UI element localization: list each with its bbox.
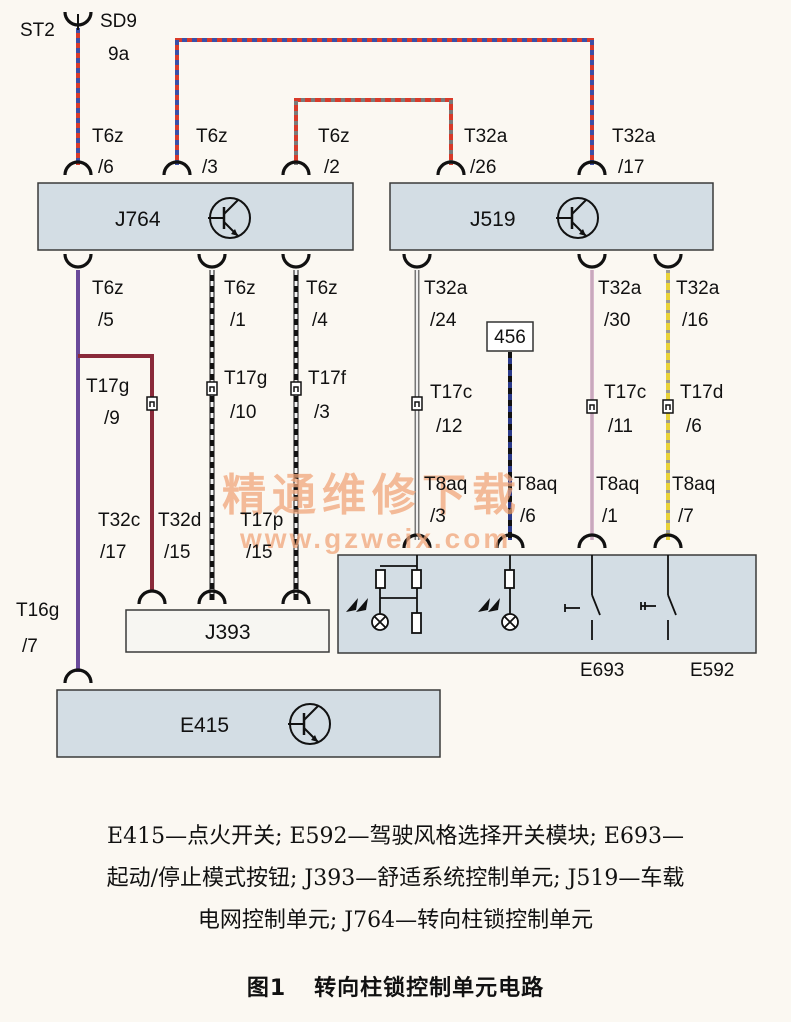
pin-label: /6 — [686, 416, 702, 437]
inline-connector-icon — [146, 381, 674, 414]
pin-label: /17 — [100, 542, 126, 563]
pin-label: /12 — [436, 416, 462, 437]
j393-box — [125, 609, 330, 653]
pin-label: T32a — [598, 278, 642, 299]
watermark-url: www.gzweix.com — [239, 523, 511, 554]
circuit-diagram: 456 精通维修下载 www.gzweix — [16, 11, 757, 758]
pin-label: T8aq — [514, 474, 557, 495]
ref-456-label: 456 — [494, 327, 526, 348]
pin-label: T17p — [240, 510, 283, 531]
pin-label: ST2 — [20, 20, 55, 41]
pin-label: /11 — [608, 416, 633, 437]
e415-box — [56, 689, 441, 758]
pin-label: /15 — [164, 542, 190, 563]
figure-caption: 图1 转向柱锁控制单元电路 — [0, 970, 791, 1002]
pin-label: /2 — [324, 157, 340, 178]
pin-label: /30 — [604, 310, 630, 331]
pin-label: /7 — [678, 506, 694, 527]
e693-label: E693 — [580, 660, 624, 681]
led-arrow-icon — [346, 598, 500, 612]
pin-label: T6z — [306, 278, 338, 299]
pin-label: T17f — [308, 368, 347, 389]
pin-label: T32c — [98, 510, 140, 531]
transistor-icon — [288, 703, 331, 745]
pin-label: /1 — [230, 310, 246, 331]
j519-box — [389, 182, 714, 251]
pin-label: T6z — [92, 278, 124, 299]
pin-label: T17d — [680, 382, 723, 403]
legend-line: 电网控制单元; J764—转向柱锁控制单元 — [197, 908, 594, 933]
j393-label: J393 — [205, 621, 251, 644]
pin-label: 9a — [108, 44, 130, 65]
e415-label: E415 — [180, 714, 229, 737]
wire-j764-3-j519-17 — [175, 38, 594, 165]
pin-label: /24 — [430, 310, 457, 331]
transistor-icon — [208, 197, 251, 239]
pin-label: /6 — [520, 506, 536, 527]
pin-label: /3 — [202, 157, 218, 178]
pin-label: /17 — [618, 157, 644, 178]
pin-label: T6z — [196, 126, 228, 147]
j519-label: J519 — [470, 208, 516, 231]
transistor-icon — [556, 197, 599, 239]
pin-label: T6z — [318, 126, 350, 147]
pin-label: T32a — [676, 278, 720, 299]
pin-label: SD9 — [100, 11, 137, 32]
e592-label: E592 — [690, 660, 734, 681]
watermark-cn: 精通维修下载 — [222, 470, 522, 521]
pin-label: T16g — [16, 600, 59, 621]
pin-label: T17g — [86, 376, 129, 397]
pin-label: T32a — [424, 278, 468, 299]
j764-box — [37, 182, 354, 251]
pin-label: T32a — [612, 126, 656, 147]
j764-label: J764 — [115, 208, 161, 231]
pin-label: T17g — [224, 368, 267, 389]
pin-label: /9 — [104, 408, 120, 429]
pin-label: T8aq — [424, 474, 467, 495]
pin-label: T8aq — [672, 474, 715, 495]
component-legend: E415—点火开关; E592—驾驶风格选择开关模块; E693— 起动/停止模… — [20, 816, 771, 942]
wire-j764-2-j519-26 — [294, 98, 453, 165]
pin-label: T32d — [158, 510, 201, 531]
lamp-switch-module-box — [337, 554, 757, 654]
pin-label: T8aq — [596, 474, 639, 495]
pin-label: /5 — [98, 310, 114, 331]
pin-label: T6z — [92, 126, 124, 147]
legend-line: E415—点火开关; E592—驾驶风格选择开关模块; E693— — [107, 824, 684, 849]
pin-label: /7 — [22, 636, 38, 657]
figure-number: 图1 — [246, 976, 287, 1001]
pin-label: /1 — [602, 506, 618, 527]
pin-label: T6z — [224, 278, 256, 299]
ref-456-box — [486, 321, 534, 352]
figure-title: 转向柱锁控制单元电路 — [314, 976, 545, 1001]
pin-label: T32a — [464, 126, 508, 147]
connector-icon — [63, 11, 683, 685]
wire-j764-5-e415 — [76, 270, 154, 672]
legend-line: 起动/停止模式按钮; J393—舒适系统控制单元; J519—车载 — [106, 866, 685, 891]
lamp-module-internals — [371, 555, 677, 640]
pin-label: /6 — [98, 157, 114, 178]
pin-label: /10 — [230, 402, 256, 423]
pin-label: /16 — [682, 310, 708, 331]
pin-label: T17c — [604, 382, 646, 403]
pin-label: /4 — [312, 310, 328, 331]
pin-label: T17c — [430, 382, 472, 403]
pin-label: /26 — [470, 157, 496, 178]
pin-label: /15 — [246, 542, 272, 563]
pin-label: /3 — [314, 402, 330, 423]
pin-label: /3 — [430, 506, 446, 527]
